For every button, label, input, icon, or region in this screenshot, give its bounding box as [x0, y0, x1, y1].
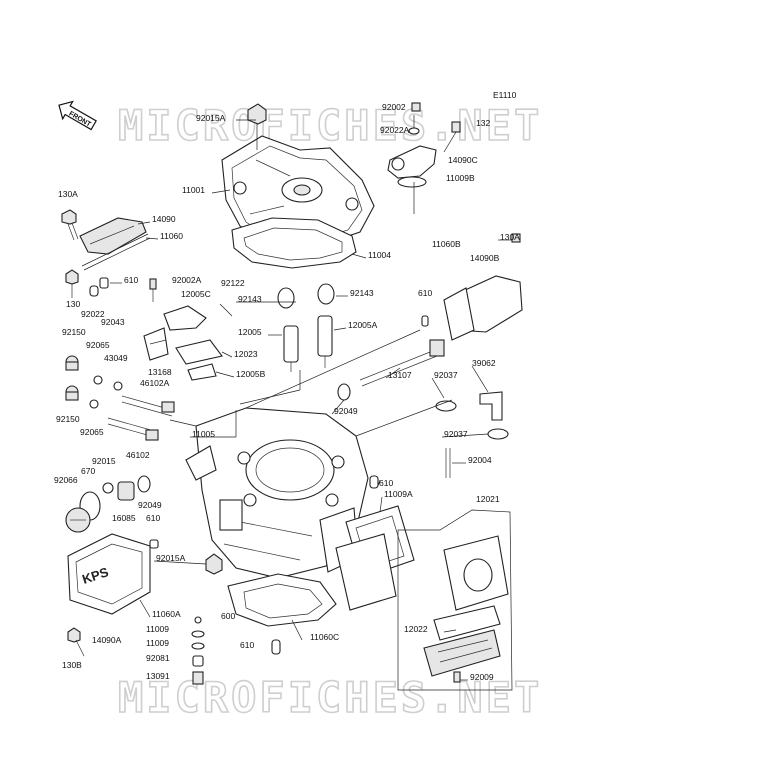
reed-valve-assembly [397, 509, 513, 691]
part-label: 92022A [380, 125, 410, 135]
part-label: 11009 [146, 638, 169, 648]
part-label: 12005A [348, 320, 378, 330]
part-label: 14090A [92, 635, 122, 645]
part-label: 92015 [92, 456, 116, 466]
part-label: 92002 [382, 102, 406, 112]
part-label: 13107 [388, 370, 412, 380]
part-label: 600 [221, 611, 235, 621]
part-label: 13091 [146, 671, 170, 681]
part-label: 46102 [126, 450, 150, 460]
reed-insulator [335, 505, 415, 611]
part-label: 11009B [446, 173, 475, 183]
part-label: 92143 [238, 294, 262, 304]
part-label: 12023 [234, 349, 258, 359]
part-label: 92122 [221, 278, 245, 288]
part-label: 92009 [470, 672, 494, 682]
part-label: 670 [81, 466, 95, 476]
part-label: 92022 [81, 309, 105, 319]
part-label: 11060B [432, 239, 461, 249]
part-label: 14090B [470, 253, 500, 263]
exhaust-valve-shafts [107, 395, 175, 441]
part-label: 11005 [192, 429, 215, 439]
part-label: 610 [379, 478, 393, 488]
part-label: 130A [58, 189, 78, 199]
cylinder-head [221, 135, 375, 247]
part-label: 92150 [62, 327, 86, 337]
part-label: 92037 [444, 429, 468, 439]
part-label: 13168 [148, 367, 172, 377]
front-arrow-icon: FRONT [58, 100, 97, 131]
part-label: 12005B [236, 369, 266, 379]
watermark-top: MICROFICHES.NET [118, 101, 542, 150]
valve-mechanism-parts [143, 278, 335, 381]
part-label: 14090C [448, 155, 478, 165]
part-label: 610 [240, 640, 254, 650]
cover-14090 [79, 217, 151, 271]
part-label: 92065 [86, 340, 110, 350]
part-label: 92004 [468, 455, 492, 465]
part-label: 92049 [138, 500, 162, 510]
part-label: 46102A [140, 378, 170, 388]
part-label: 130B [62, 660, 82, 670]
hose-and-clamps [435, 391, 509, 478]
part-label: 610 [146, 513, 160, 523]
part-label: 11001 [182, 185, 205, 195]
part-labels: 92002 92015A 92022A 132 14090C 11009B 11001 130… [54, 102, 520, 682]
left-small-parts [65, 269, 123, 409]
part-label: 92150 [56, 414, 80, 424]
part-label: 92049 [334, 406, 358, 416]
part-label: 92002A [172, 275, 202, 285]
part-label: 130 [66, 299, 80, 309]
thermostat-housing [387, 102, 461, 188]
part-label: 11009A [384, 489, 413, 499]
part-label: 92015A [156, 553, 186, 563]
part-label: 16085 [112, 513, 136, 523]
part-label: 11060C [310, 632, 339, 642]
part-label: 130A [500, 232, 520, 242]
power-valve-housing [337, 233, 523, 401]
part-label: 92066 [54, 475, 78, 485]
bolt-92015a-top [247, 103, 267, 150]
watermark-bottom: MICROFICHES.NET [118, 673, 542, 722]
part-label: 11009 [146, 624, 169, 634]
leader-lines [110, 119, 512, 681]
part-label: 92037 [434, 370, 458, 380]
part-label: 12022 [404, 624, 428, 634]
part-label: 610 [418, 288, 432, 298]
part-label: 132 [476, 118, 490, 128]
part-label: 12021 [476, 494, 500, 504]
part-label: 92065 [80, 427, 104, 437]
part-label: 43049 [104, 353, 128, 363]
small-stack-parts [191, 475, 379, 685]
left-lower-parts [65, 475, 223, 575]
reference-code: E1110 [493, 90, 517, 100]
part-label: 12005 [238, 327, 262, 337]
base-gasket [227, 573, 337, 627]
part-label: 610 [124, 275, 138, 285]
part-label: 11060A [152, 609, 181, 619]
part-label: 92043 [101, 317, 125, 327]
part-label: 11060 [160, 231, 183, 241]
part-label: 92015A [196, 113, 226, 123]
part-label: 14090 [152, 214, 176, 224]
head-gasket [231, 217, 357, 269]
part-label: 12005C [181, 289, 211, 299]
bolt-130a-left [61, 209, 79, 241]
part-label: 92143 [350, 288, 374, 298]
side-cover-14090a: KPS [67, 533, 151, 657]
part-label: 39062 [472, 358, 496, 368]
part-label: 11004 [368, 250, 391, 260]
part-label: 92081 [146, 653, 170, 663]
